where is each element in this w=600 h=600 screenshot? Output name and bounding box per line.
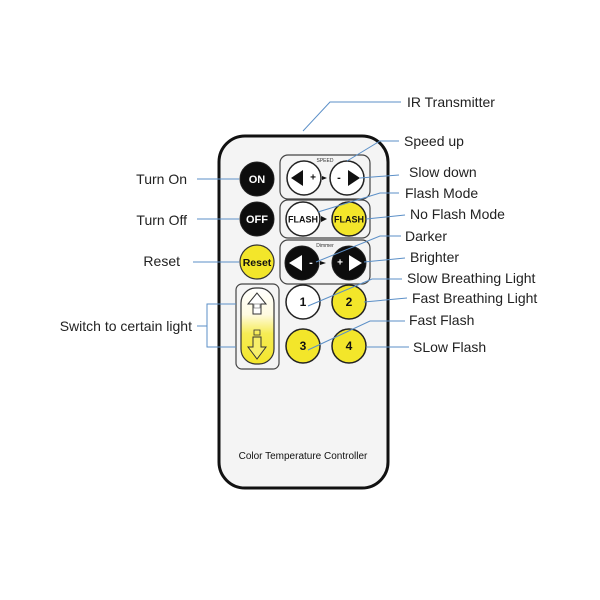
switch-light-frame	[235, 283, 280, 370]
label-reset: Reset	[143, 253, 180, 269]
label-slow-flash: SLow Flash	[413, 339, 486, 355]
button-3[interactable]: 3	[285, 328, 321, 364]
brighter-sign: +	[337, 258, 343, 269]
speed-connector-arrow	[322, 176, 327, 180]
button-2[interactable]: 2	[331, 284, 367, 320]
speed-up-button[interactable]: +	[286, 160, 322, 196]
label-slow-breathing: Slow Breathing Light	[407, 270, 536, 286]
label-fast-breathing: Fast Breathing Light	[412, 290, 537, 306]
leader-flash-mode	[317, 192, 399, 213]
leader-ir-transmitter	[302, 101, 401, 132]
right-arrow-icon	[349, 255, 362, 271]
speed-up-sign: +	[310, 173, 316, 184]
button-4[interactable]: 4	[331, 328, 367, 364]
reset-button[interactable]: Reset	[239, 244, 275, 280]
brighter-button[interactable]: +	[331, 245, 367, 281]
right-arrow-icon	[348, 170, 360, 186]
label-fast-flash: Fast Flash	[409, 312, 474, 328]
label-ir-transmitter: IR Transmitter	[407, 94, 495, 110]
leader-lines	[193, 101, 409, 351]
on-button[interactable]: ON	[239, 161, 275, 197]
speed-caption: SPEED	[317, 158, 334, 164]
label-brighter: Brighter	[410, 249, 459, 265]
switch-light-button[interactable]	[240, 287, 275, 365]
leader-switch-bracket	[206, 303, 236, 348]
label-slow-down: Slow down	[409, 164, 477, 180]
button-1-label: 1	[300, 295, 307, 309]
darker-sign: -	[309, 257, 313, 269]
label-flash-mode: Flash Mode	[405, 185, 478, 201]
flash-connector-arrow	[321, 216, 327, 222]
leader-brighter	[363, 257, 406, 263]
slow-down-sign: -	[337, 172, 341, 184]
off-button[interactable]: OFF	[239, 201, 275, 237]
off-button-label: OFF	[246, 214, 268, 226]
leader-speed-up	[346, 140, 399, 162]
leader-fast-breathing	[363, 297, 408, 303]
on-button-label: ON	[249, 174, 266, 186]
button-2-label: 2	[346, 295, 353, 309]
dimmer-caption: Dimmer	[316, 243, 334, 249]
label-speed-up: Speed up	[404, 133, 464, 149]
slow-down-button[interactable]: -	[329, 160, 365, 196]
leader-no-flash-mode	[365, 214, 406, 220]
leader-fast-flash	[307, 320, 405, 351]
leader-darker	[315, 235, 401, 263]
dimmer-group-frame	[279, 239, 371, 285]
no-flash-mode-label: FLASH	[334, 214, 364, 224]
button-1[interactable]: 1	[285, 284, 321, 320]
label-turn-off: Turn Off	[136, 212, 187, 228]
button-4-label: 4	[346, 339, 353, 353]
leader-slow-down	[359, 174, 400, 179]
darker-button[interactable]: -	[284, 245, 320, 281]
warm-light-up-arrow-icon	[246, 292, 268, 315]
no-flash-mode-button[interactable]: FLASH	[331, 201, 367, 237]
label-turn-on: Turn On	[136, 171, 187, 187]
leader-slow-breathing	[307, 278, 402, 307]
label-switch-light: Switch to certain light	[60, 318, 192, 334]
left-arrow-icon	[289, 255, 302, 271]
label-darker: Darker	[405, 228, 447, 244]
flash-mode-button[interactable]: FLASH	[285, 201, 321, 237]
flash-mode-label: FLASH	[288, 214, 318, 224]
remote-footer-text: Color Temperature Controller	[239, 451, 368, 462]
reset-button-label: Reset	[243, 257, 272, 269]
label-no-flash-mode: No Flash Mode	[410, 206, 505, 222]
cool-light-down-arrow-icon	[247, 329, 267, 360]
left-arrow-icon	[291, 170, 303, 186]
button-3-label: 3	[300, 339, 307, 353]
dimmer-connector-arrow	[320, 261, 326, 265]
